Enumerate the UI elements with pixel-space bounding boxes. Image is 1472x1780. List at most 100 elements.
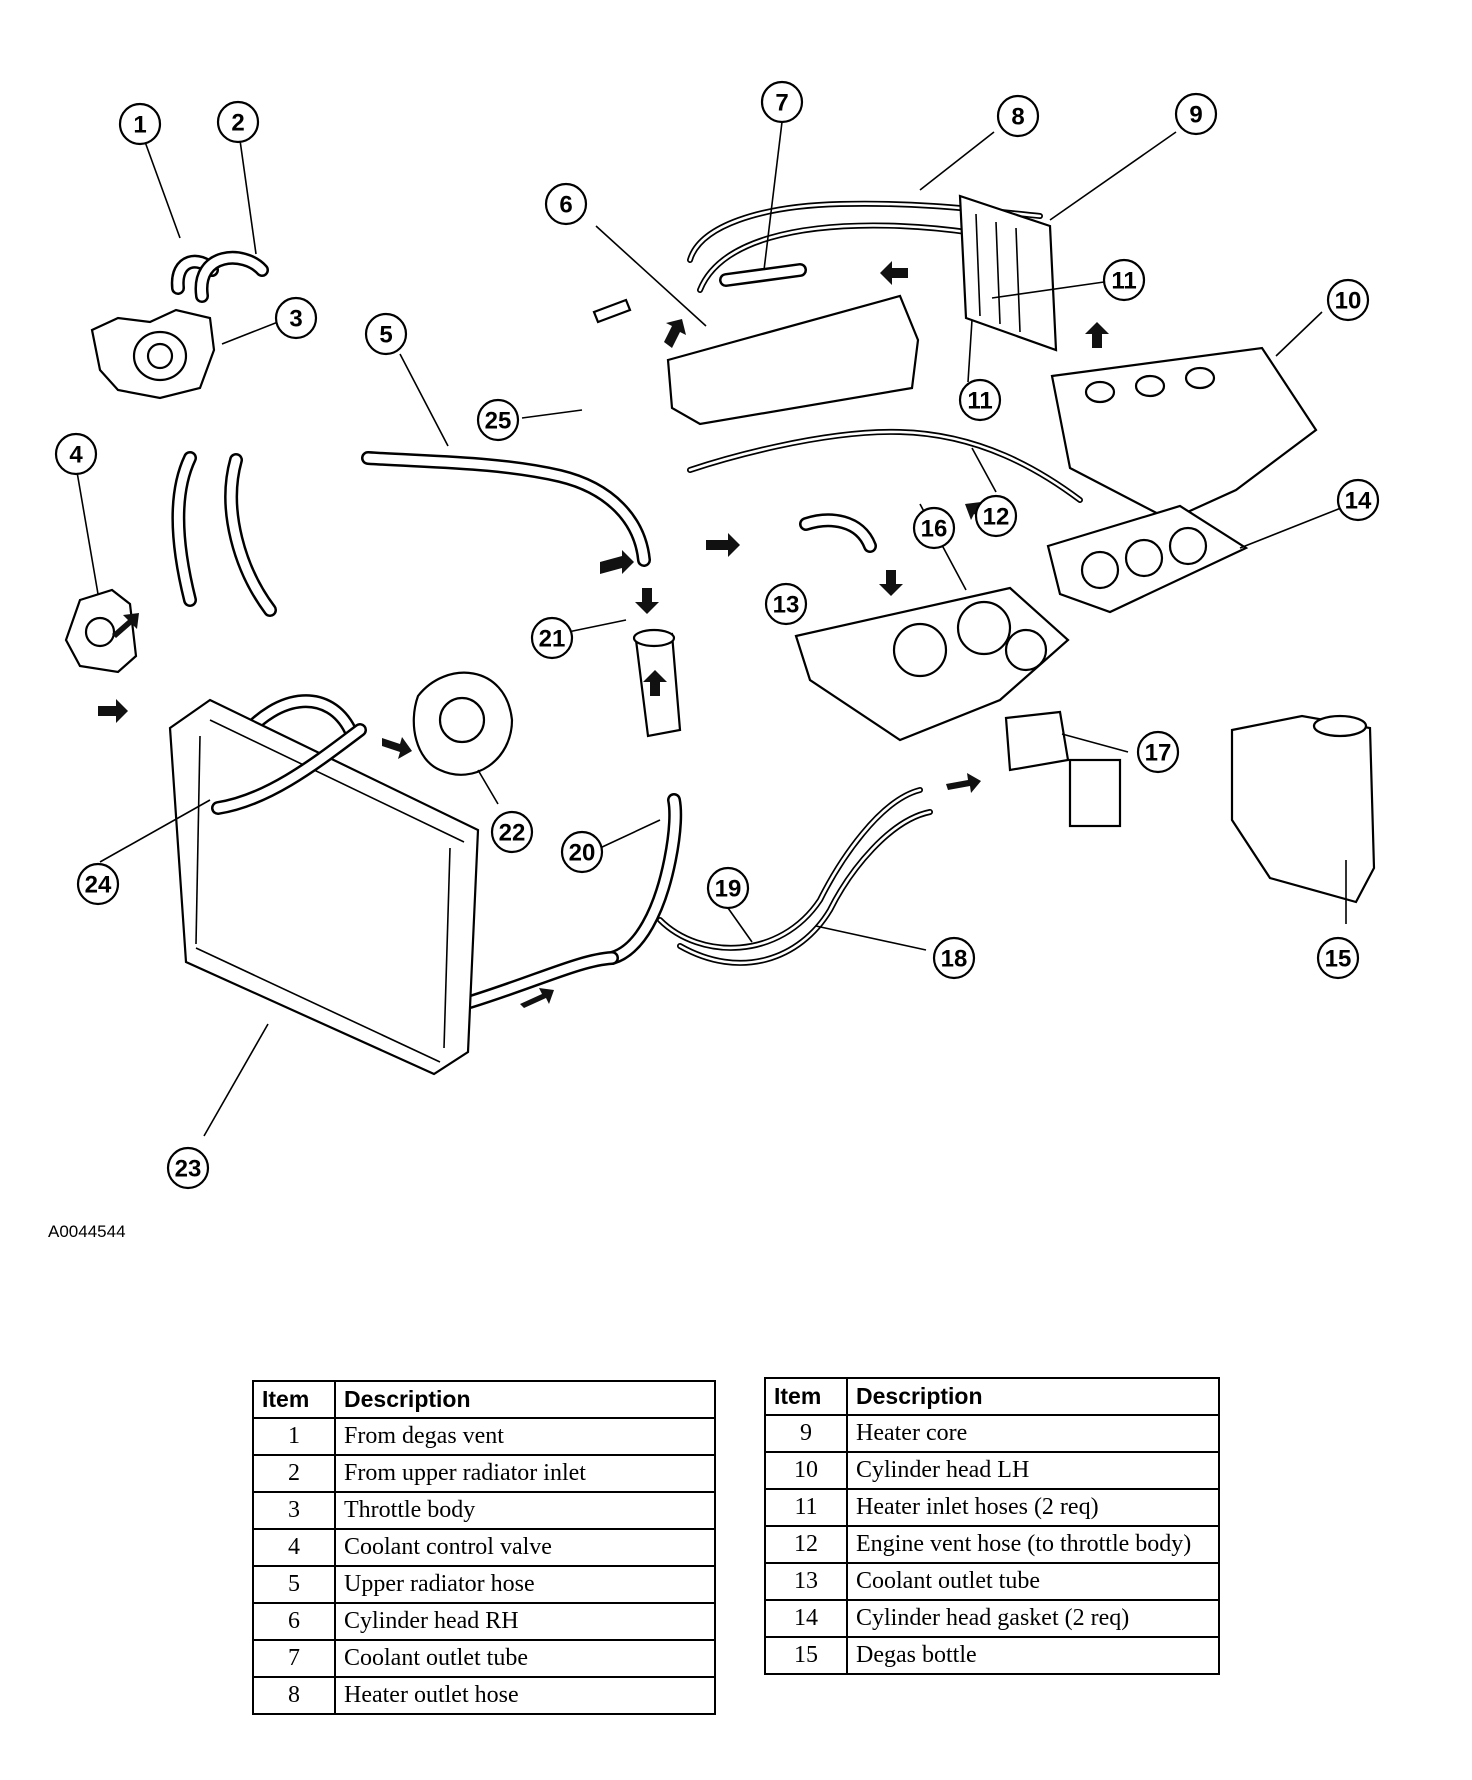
item-number: 10 [764,1451,848,1490]
callout-17: 17 [1136,730,1180,774]
item-number: 12 [764,1525,848,1564]
callout-19: 19 [706,866,750,910]
legend-header-row: Item Description [252,1380,716,1419]
flow-arrows [98,261,1109,1008]
callout-1: 1 [118,102,162,146]
item-number: 6 [252,1602,336,1641]
callout-18: 18 [932,936,976,980]
callout-16: 16 [912,506,956,550]
callout-label: 12 [983,504,1010,531]
item-number: 5 [252,1565,336,1604]
callout-5: 5 [364,312,408,356]
callout-10: 10 [1326,278,1370,322]
item-number: 2 [252,1454,336,1493]
callout-20: 20 [560,830,604,874]
callout-25: 25 [476,398,520,442]
cooling-system-diagram: 1 2 3 4 5 6 7 8 9 10 11 11 12 13 14 15 1… [54,80,1380,1190]
callout-11b: 11 [958,378,1002,422]
item-number: 4 [252,1528,336,1567]
callout-23: 23 [166,1146,210,1190]
callout-label: 18 [941,946,968,973]
item-number: 13 [764,1562,848,1601]
item-number: 8 [252,1676,336,1715]
callout-6: 6 [544,182,588,226]
item-description: Coolant outlet tube [846,1562,1220,1601]
item-number: 7 [252,1639,336,1678]
callout-label: 14 [1345,488,1372,515]
callout-24: 24 [76,862,120,906]
item-description: Heater inlet hoses (2 req) [846,1488,1220,1527]
callout-label: 10 [1335,288,1362,315]
callout-label: 11 [967,388,992,415]
item-column-header: Item [252,1380,336,1419]
callout-2: 2 [216,100,260,144]
description-column-header: Description [334,1380,716,1419]
item-description: Throttle body [334,1491,716,1530]
callout-21: 21 [530,616,574,660]
legend-header-row: Item Description [764,1377,1220,1416]
callout-label: 19 [715,876,742,903]
item-number: 11 [764,1488,848,1527]
item-number: 14 [764,1599,848,1638]
item-number: 15 [764,1636,848,1675]
callout-label: 25 [485,408,512,435]
callout-7: 7 [760,80,804,124]
callout-label: 11 [1111,268,1136,295]
callout-label: 20 [569,840,596,867]
item-description: From upper radiator inlet [334,1454,716,1493]
callout-label: 6 [559,192,572,219]
figure-id: A0044544 [48,1222,126,1241]
item-description: Cylinder head LH [846,1451,1220,1490]
callout-label: 17 [1145,740,1172,767]
callout-label: 5 [379,322,392,349]
diagram-parts [64,194,1376,1076]
callout-12: 12 [974,494,1018,538]
callout-label: 13 [773,592,800,619]
callout-14: 14 [1336,478,1380,522]
item-description: Upper radiator hose [334,1565,716,1604]
callout-8: 8 [996,94,1040,138]
callout-label: 8 [1011,104,1024,131]
item-number: 3 [252,1491,336,1530]
callout-9: 9 [1174,92,1218,136]
description-column-header: Description [846,1377,1220,1416]
callout-label: 3 [289,306,302,333]
callout-15: 15 [1316,936,1360,980]
item-description: Cylinder head gasket (2 req) [846,1599,1220,1638]
item-number: 9 [764,1414,848,1453]
callout-3: 3 [274,296,318,340]
callout-label: 22 [499,820,526,847]
callout-label: 21 [539,626,566,653]
leader-lines [75,121,1347,1137]
item-description: Engine vent hose (to throttle body) [846,1525,1220,1564]
item-description: Heater outlet hose [334,1676,716,1715]
callout-label: 16 [921,516,948,543]
callout-22: 22 [490,810,534,854]
item-description: Degas bottle [846,1636,1220,1675]
callout-label: 23 [175,1156,202,1183]
item-description: From degas vent [334,1417,716,1456]
callout-label: 9 [1189,102,1202,129]
callout-11a: 11 [1102,258,1146,302]
item-column-header: Item [764,1377,848,1416]
item-number: 1 [252,1417,336,1456]
item-description: Cylinder head RH [334,1602,716,1641]
callout-label: 24 [85,872,112,899]
callout-label: 7 [775,90,788,117]
item-description: Coolant outlet tube [334,1639,716,1678]
item-description: Heater core [846,1414,1220,1453]
callout-13: 13 [764,582,808,626]
